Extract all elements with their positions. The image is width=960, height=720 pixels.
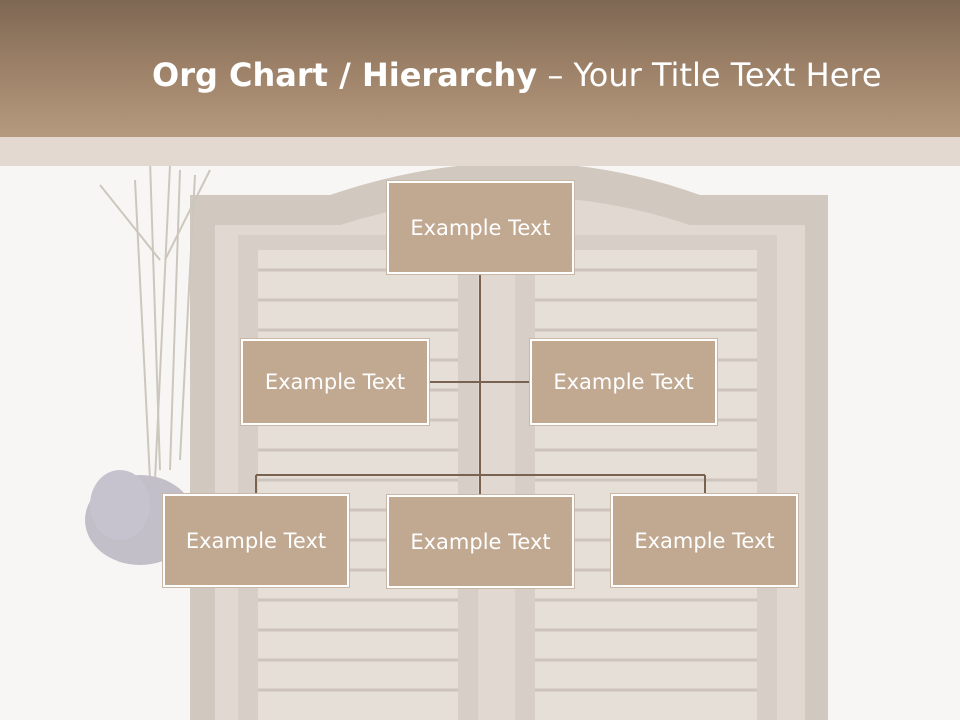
title-header-band [0, 0, 960, 137]
page-title: Org Chart / Hierarchy – Your Title Text … [152, 52, 882, 98]
header-accent-strip [0, 137, 960, 166]
org-node-level3-right[interactable]: Example Text [611, 494, 798, 587]
org-node-level2-left[interactable]: Example Text [241, 339, 429, 425]
title-bold-part: Org Chart / Hierarchy [152, 56, 538, 94]
org-node-root[interactable]: Example Text [387, 181, 574, 274]
org-node-level3-center[interactable]: Example Text [387, 495, 574, 588]
title-subtitle: Your Title Text Here [573, 56, 882, 94]
org-node-level2-right[interactable]: Example Text [530, 339, 717, 425]
org-node-level3-left[interactable]: Example Text [163, 494, 349, 587]
title-separator: – [537, 56, 574, 94]
